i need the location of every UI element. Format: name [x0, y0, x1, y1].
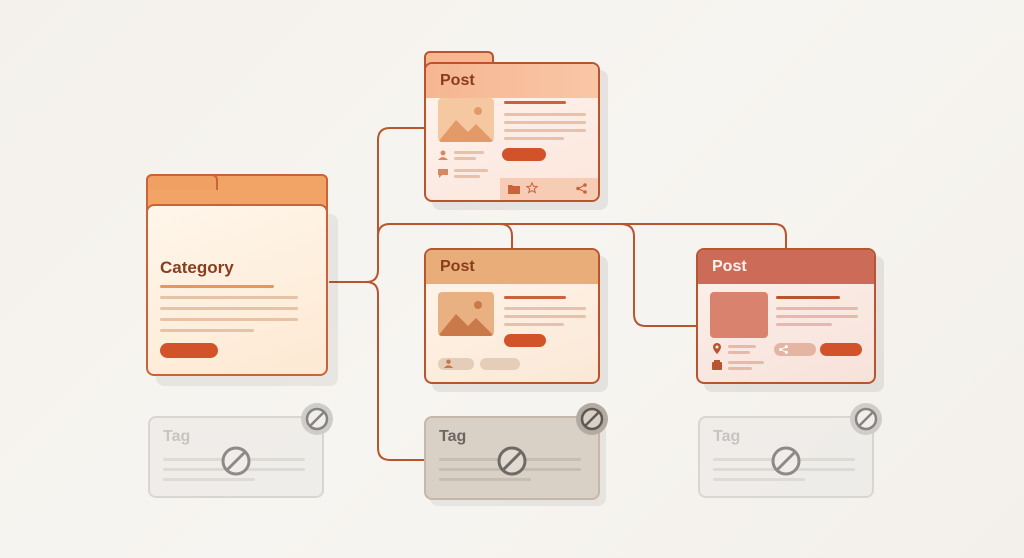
box-icon	[712, 360, 722, 370]
post-footer-bar	[500, 178, 598, 200]
category-title: Category	[160, 258, 234, 277]
post-meta-line	[454, 169, 488, 172]
tag-title: Tag	[439, 428, 467, 445]
ban-icon	[221, 446, 251, 476]
tag-title: Tag	[713, 428, 741, 445]
user-icon	[444, 359, 453, 368]
category-line	[160, 307, 298, 310]
ban-badge-icon	[576, 403, 608, 435]
image-placeholder	[710, 292, 768, 338]
post-meta-line	[454, 151, 484, 154]
connector-hub-to-mid-post	[499, 223, 513, 251]
post-line	[504, 113, 586, 116]
post-meta-line	[454, 157, 476, 160]
category-action-button[interactable]	[160, 343, 218, 358]
image-placeholder-icon	[438, 292, 494, 336]
ban-icon	[771, 446, 801, 476]
post-line	[504, 121, 586, 124]
post-meta-chip	[480, 358, 520, 370]
post-header	[426, 64, 598, 98]
post-line	[776, 323, 832, 326]
comment-icon	[438, 169, 448, 178]
post-meta-line	[728, 361, 764, 364]
connector-hub-line	[377, 223, 787, 249]
post-title: Post	[712, 258, 747, 275]
share-chip[interactable]	[774, 343, 816, 356]
category-folder-tab	[146, 174, 218, 190]
connector-hub-to-right-post	[619, 223, 697, 327]
folder-icon[interactable]	[508, 184, 520, 194]
image-placeholder-icon	[438, 98, 494, 142]
post-title: Post	[440, 72, 475, 89]
ban-badge-icon	[301, 403, 333, 435]
location-pin-icon	[713, 343, 721, 354]
ban-badge-icon	[850, 403, 882, 435]
tag-line	[439, 478, 531, 481]
category-line	[160, 296, 298, 299]
category-line	[160, 285, 274, 288]
category-line	[160, 318, 298, 321]
post-meta-line	[728, 345, 756, 348]
post-card-top[interactable]: Post	[424, 62, 600, 202]
post-header	[426, 250, 598, 284]
post-line	[504, 307, 586, 310]
post-line	[776, 307, 858, 310]
post-line	[504, 101, 566, 104]
post-title: Post	[440, 258, 475, 275]
share-icon[interactable]	[779, 345, 788, 354]
star-icon[interactable]	[526, 182, 538, 194]
post-line	[776, 296, 840, 299]
post-meta-line	[728, 367, 752, 370]
share-icon[interactable]	[576, 183, 587, 194]
post-action-button[interactable]	[820, 343, 862, 356]
post-header	[698, 250, 874, 284]
post-card-right[interactable]: Post	[696, 248, 876, 384]
user-icon	[438, 150, 448, 160]
post-meta-line	[454, 175, 480, 178]
post-action-button[interactable]	[504, 334, 546, 347]
post-line	[504, 323, 564, 326]
tag-title: Tag	[163, 428, 191, 445]
post-line	[504, 129, 586, 132]
post-line	[504, 315, 586, 318]
post-line	[504, 296, 566, 299]
connector-category-to-top-post	[329, 127, 427, 283]
ban-icon	[497, 446, 527, 476]
post-card-middle[interactable]: Post	[424, 248, 600, 384]
post-line	[504, 137, 564, 140]
connector-category-to-tag	[329, 281, 427, 461]
tag-line	[713, 478, 805, 481]
post-line	[776, 315, 858, 318]
category-line	[160, 329, 254, 332]
post-action-button[interactable]	[502, 148, 546, 161]
post-meta-line	[728, 351, 750, 354]
tag-line	[163, 478, 255, 481]
